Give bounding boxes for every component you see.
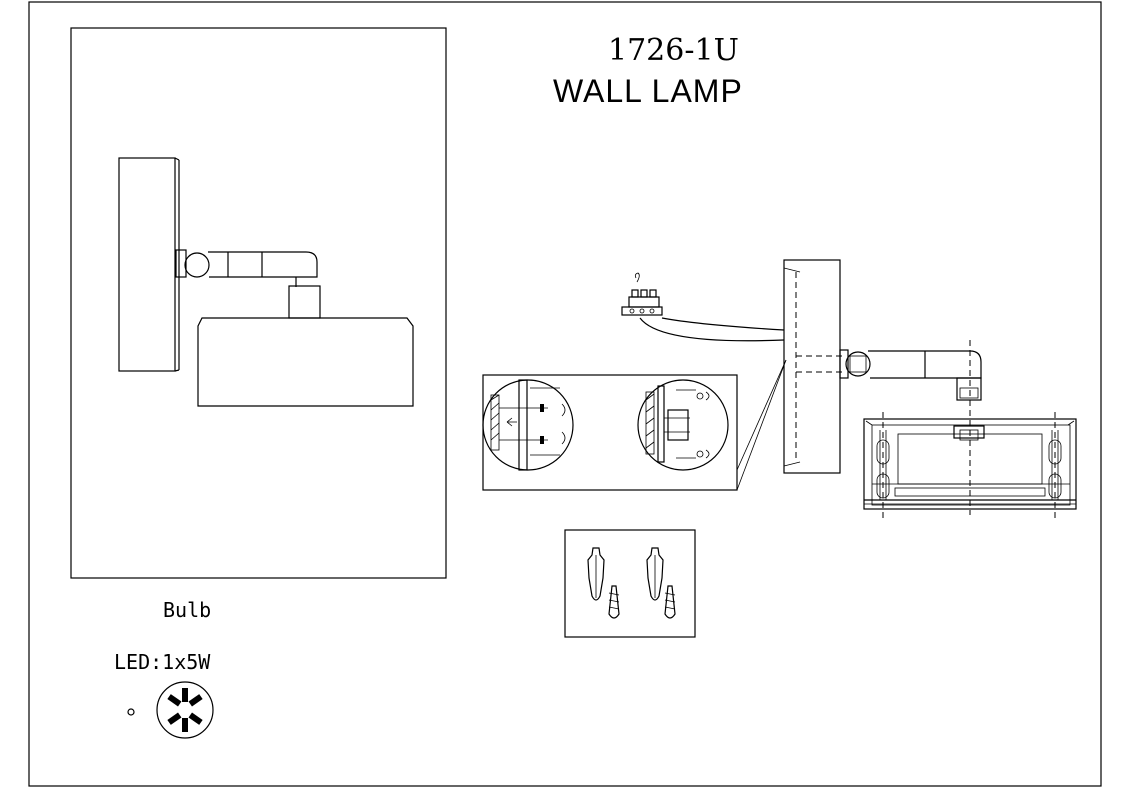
- screw-icon: [608, 585, 620, 619]
- product-title: WALL LAMP: [553, 73, 743, 109]
- model-number: 1726-1U: [608, 33, 739, 68]
- sheet-border: [28, 1, 1102, 787]
- detail-circle-right: [637, 379, 729, 471]
- pivot-joint: [184, 252, 210, 278]
- wall-plate: [118, 157, 176, 372]
- side-view-panel: [70, 27, 447, 579]
- wall-plug-icon-2: [646, 547, 664, 601]
- screw-icon-2: [664, 585, 676, 619]
- mounting-detail-box: [482, 359, 787, 491]
- bulb-spec: LED:1x5W: [114, 650, 211, 674]
- detail-circle-left: [482, 379, 574, 471]
- supply-wire: [661, 317, 785, 331]
- lamp-head: [197, 317, 414, 407]
- led-module-icon: [156, 681, 214, 739]
- terminal-block: [621, 272, 663, 316]
- lamp-stem: [288, 285, 321, 319]
- bulb-heading: Bulb: [163, 598, 211, 622]
- lamp-arm: [208, 251, 318, 278]
- small-dot-icon: [127, 708, 135, 716]
- assembly-lamp-head: [863, 418, 1077, 510]
- assembly-wall-plate: [783, 259, 841, 474]
- assembly-view: [783, 259, 1077, 520]
- supply-wire-2: [639, 317, 785, 342]
- wall-plug-icon: [587, 547, 605, 601]
- hardware-kit-box: [564, 529, 696, 638]
